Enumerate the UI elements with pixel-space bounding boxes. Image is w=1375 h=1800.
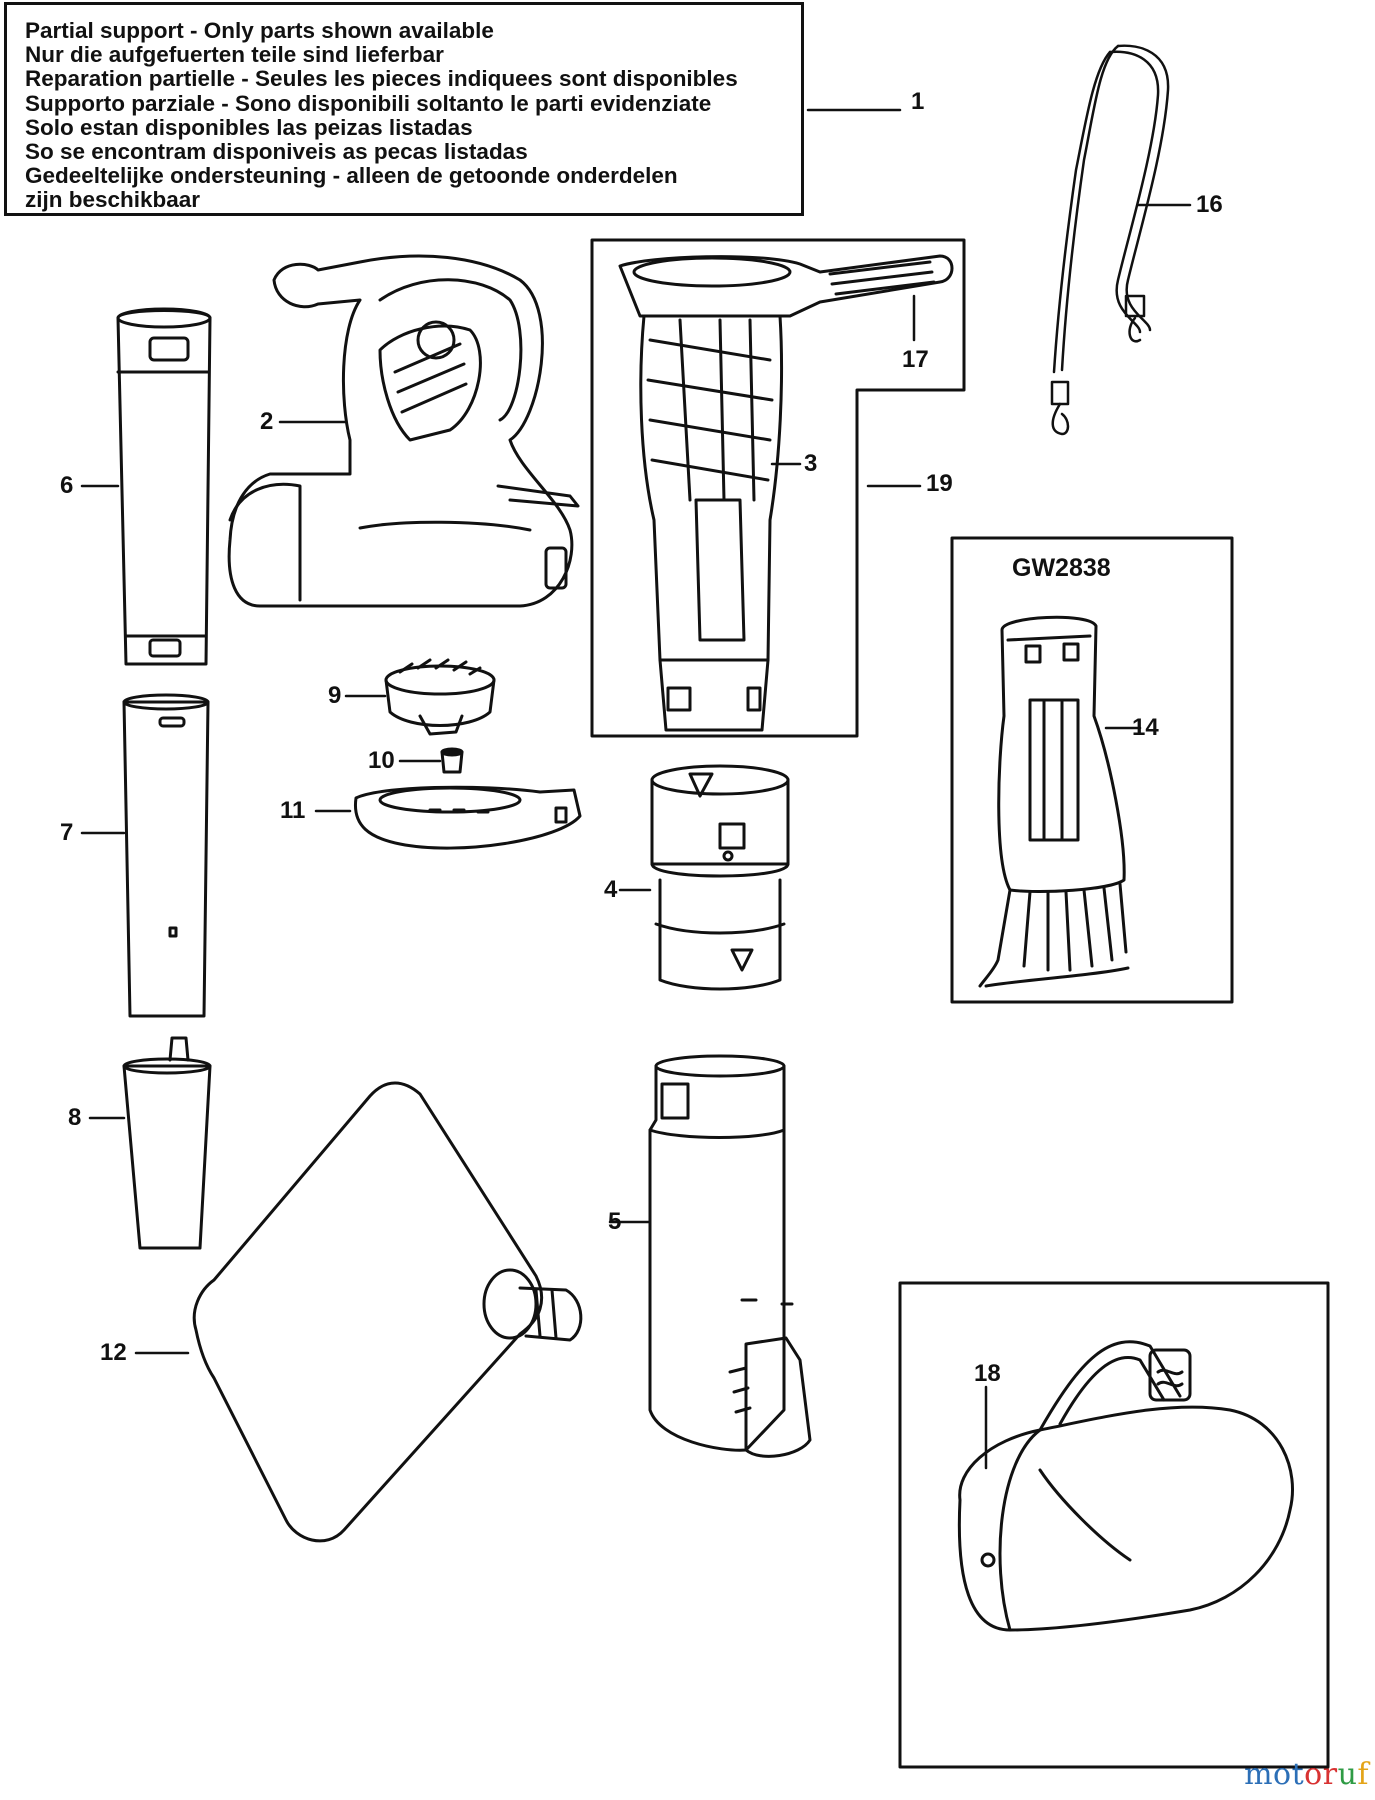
callout-10: 10 <box>368 747 395 774</box>
callout-8: 8 <box>68 1104 82 1131</box>
callout-11: 11 <box>280 797 306 824</box>
part-10-cap <box>440 747 464 774</box>
part-14-leaf-rake <box>978 615 1130 988</box>
part-3-vacuum-tube <box>639 314 784 732</box>
part-4-connector <box>650 764 790 991</box>
callout-12: 12 <box>100 1339 127 1366</box>
callout-5: 5 <box>608 1208 622 1235</box>
callout-4: 4 <box>604 876 618 903</box>
notice-line-nl: Gedeeltelijke ondersteuning - alleen de … <box>25 163 678 189</box>
notice-line-nl-cont: zijn beschikbaar <box>25 187 201 213</box>
callout-19: 19 <box>926 470 953 497</box>
notice-line-de: Nur die aufgefuerten teile sind lieferba… <box>25 42 444 68</box>
callout-16: 16 <box>1196 191 1223 218</box>
callout-17: 17 <box>902 346 929 373</box>
notice-line-fr: Reparation partielle - Seules les pieces… <box>25 66 738 92</box>
notice-line-pt: So se encontram disponiveis as pecas lis… <box>25 139 528 165</box>
watermark-part-d: f <box>1357 1757 1369 1792</box>
model-label: GW2838 <box>1012 554 1111 582</box>
kit-19-outline <box>590 238 966 738</box>
callout-18: 18 <box>974 1360 1001 1387</box>
watermark-part-a: mot <box>1244 1757 1305 1792</box>
part-6-blow-tube <box>116 307 212 666</box>
watermark-part-c: u <box>1337 1757 1358 1792</box>
callout-7: 7 <box>60 819 74 846</box>
callout-1: 1 <box>911 88 925 115</box>
part-12-collection-bag <box>192 1081 583 1543</box>
part-9-impeller <box>384 658 496 736</box>
part-16-shoulder-strap <box>1050 44 1170 436</box>
part-7-extension-tube <box>122 693 210 1018</box>
notice-line-it: Supporto parziale - Sono disponibili sol… <box>25 90 712 116</box>
callout-14: 14 <box>1132 714 1159 741</box>
part-8-nozzle <box>122 1036 212 1250</box>
motoruf-watermark: motoruf <box>1244 1757 1369 1792</box>
leader-lines <box>80 108 1192 1470</box>
part-18-box <box>898 1281 1330 1769</box>
gw2838-accessory-box <box>950 536 1234 1004</box>
part-2-motor-housing <box>227 254 580 608</box>
part-11-fan-cover <box>353 785 582 850</box>
callout-3: 3 <box>804 450 818 477</box>
partial-support-notice: Partial support - Only parts shown avail… <box>4 2 804 216</box>
callout-2: 2 <box>260 408 274 435</box>
callout-6: 6 <box>60 472 74 499</box>
part-17-handle <box>618 254 954 318</box>
callout-9: 9 <box>328 682 342 709</box>
part-5-vacuum-body <box>648 1054 812 1458</box>
notice-line-en: Partial support - Only parts shown avail… <box>25 18 494 43</box>
watermark-part-b: or <box>1304 1757 1338 1792</box>
part-18-leaf-bag <box>957 1340 1294 1632</box>
notice-line-es: Solo estan disponibles las peizas listad… <box>25 114 473 140</box>
